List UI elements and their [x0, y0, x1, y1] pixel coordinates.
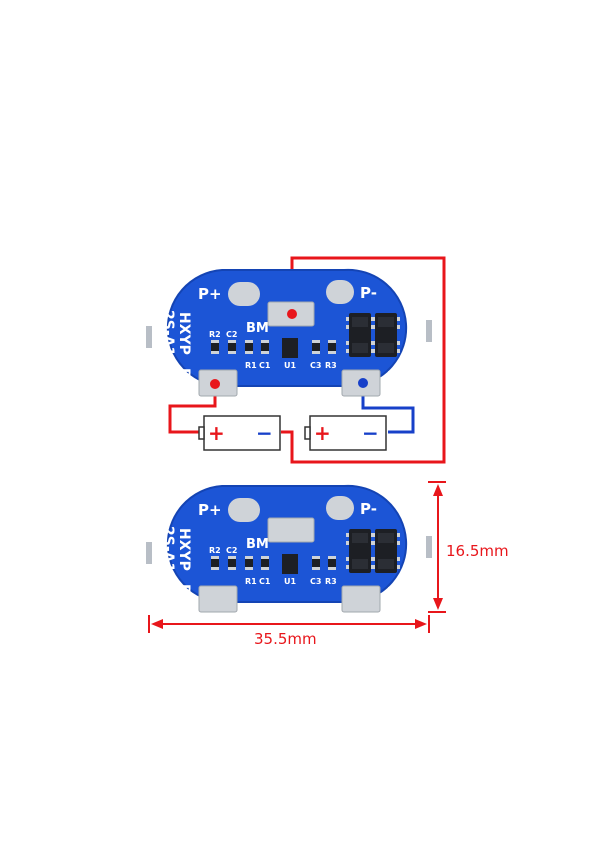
dimension-width-label: 35.5mm	[254, 630, 317, 648]
label-r2-bottom: R2	[209, 546, 221, 555]
smd-r1	[245, 340, 253, 354]
battery-2: + −	[304, 415, 387, 451]
wire-b-plus	[168, 384, 217, 434]
wire-dot-b-plus	[210, 379, 220, 389]
battery-2-plus-sign: +	[314, 421, 331, 445]
smd-r3-bottom	[328, 556, 336, 570]
pad-p-minus-bottom	[326, 496, 354, 520]
pcb-board-bottom: P+ P- BM HXYP 2S-A18 B+ B- R2 C2 R1 C1 U…	[146, 484, 432, 613]
label-r3: R3	[325, 361, 337, 370]
label-p-plus: P+	[198, 285, 222, 303]
label-bm-bottom: BM	[246, 537, 269, 552]
pad-b-plus-bottom	[198, 585, 238, 613]
dimension-height: 16.5mm	[428, 481, 509, 613]
label-brand: HXYP	[176, 312, 192, 355]
pcb-board-top: P+ P- BM HXYP 2S-A18 B+ B- R2 C2 R1 C1 U…	[146, 256, 446, 464]
smd-c3	[312, 340, 320, 354]
label-c2: C2	[226, 330, 237, 339]
dimension-width: 35.5mm	[148, 615, 430, 648]
ic-u1	[282, 338, 298, 358]
label-b-minus: B-	[384, 370, 400, 387]
label-u1-bottom: U1	[284, 577, 296, 586]
mosfet-2	[372, 313, 400, 357]
wire-dot-positive	[287, 309, 297, 319]
pad-p-minus	[326, 280, 354, 304]
smd-c3-bottom	[312, 556, 320, 570]
label-r2: R2	[209, 330, 221, 339]
label-c2-bottom: C2	[226, 546, 237, 555]
label-c3: C3	[310, 361, 321, 370]
label-model: 2S-A18	[160, 310, 176, 366]
smd-c1-bottom	[261, 556, 269, 570]
smd-c2-bottom	[228, 556, 236, 570]
pad-p-plus-bottom	[228, 498, 260, 522]
smd-r1-bottom	[245, 556, 253, 570]
label-p-minus-bottom: P-	[360, 500, 377, 518]
wiring	[168, 256, 446, 464]
label-u1: U1	[284, 361, 296, 370]
battery-1-minus-sign: −	[256, 421, 273, 445]
wire-b-minus	[361, 383, 415, 434]
smd-r2-bottom	[211, 556, 219, 570]
mosfet-1	[346, 313, 374, 357]
pad-p-plus	[228, 282, 260, 306]
smd-r3	[328, 340, 336, 354]
battery-1-plus-sign: +	[208, 421, 225, 445]
label-c1: C1	[259, 361, 271, 370]
label-r1-bottom: R1	[245, 577, 257, 586]
label-c1-bottom: C1	[259, 577, 271, 586]
pad-b-minus-bottom	[341, 585, 381, 613]
mosfet-2-bottom	[372, 529, 400, 573]
label-p-plus-bottom: P+	[198, 501, 222, 519]
pad-middle-bottom	[267, 517, 315, 543]
mosfet-1-bottom	[346, 529, 374, 573]
smd-r2	[211, 340, 219, 354]
label-r3-bottom: R3	[325, 577, 337, 586]
battery-1: + −	[198, 415, 281, 451]
label-model-bottom: 2S-A18	[160, 526, 176, 582]
dimension-height-label: 16.5mm	[446, 542, 509, 560]
smd-c2	[228, 340, 236, 354]
label-brand-bottom: HXYP	[176, 528, 192, 571]
label-c3-bottom: C3	[310, 577, 321, 586]
ic-u1-bottom	[282, 554, 298, 574]
label-b-minus-bottom: B-	[384, 586, 400, 603]
label-r1: R1	[245, 361, 257, 370]
wire-dot-b-minus	[358, 378, 368, 388]
label-b-plus-bottom: B+	[176, 584, 192, 606]
label-p-minus: P-	[360, 284, 377, 302]
battery-2-minus-sign: −	[362, 421, 379, 445]
wire-positive-top	[281, 256, 446, 464]
label-bm: BM	[246, 321, 269, 336]
label-b-plus: B+	[176, 368, 192, 390]
smd-c1	[261, 340, 269, 354]
